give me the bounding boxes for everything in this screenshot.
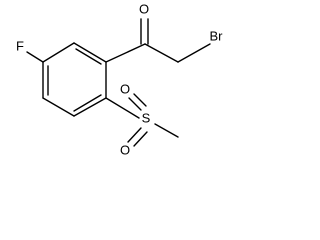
atom-label-sulfur: S xyxy=(142,110,151,125)
ring-s-bond xyxy=(105,97,140,119)
ring-bond-3-inner xyxy=(73,94,102,112)
atom-label-bromine: Br xyxy=(210,28,224,43)
s-o-lower-double-a xyxy=(127,127,142,143)
s-methyl-bond xyxy=(154,123,179,138)
s-o-upper-double-b xyxy=(133,93,147,107)
ch2-br-bond xyxy=(177,43,211,63)
s-o-upper-double-a xyxy=(128,97,142,111)
c-f-bond xyxy=(26,51,44,63)
atom-label-oxygen-sulfonyl-1: O xyxy=(120,81,130,96)
s-o-lower-double-b xyxy=(133,131,148,147)
atom-label-oxygen-carbonyl: O xyxy=(139,1,149,16)
carbonyl-ch2-bond xyxy=(144,43,179,63)
ring-bond-1-inner xyxy=(75,48,102,65)
ring-carbonyl-bond xyxy=(105,43,146,63)
atom-label-fluorine: F xyxy=(16,38,24,53)
ring-bond-6 xyxy=(42,42,75,63)
ring-bond-4 xyxy=(42,97,75,117)
ring-bond-3 xyxy=(73,97,107,117)
atom-label-oxygen-sulfonyl-2: O xyxy=(120,142,130,157)
ring-bond-1 xyxy=(73,42,107,63)
chemical-structure: O Br F S O O xyxy=(16,1,224,157)
